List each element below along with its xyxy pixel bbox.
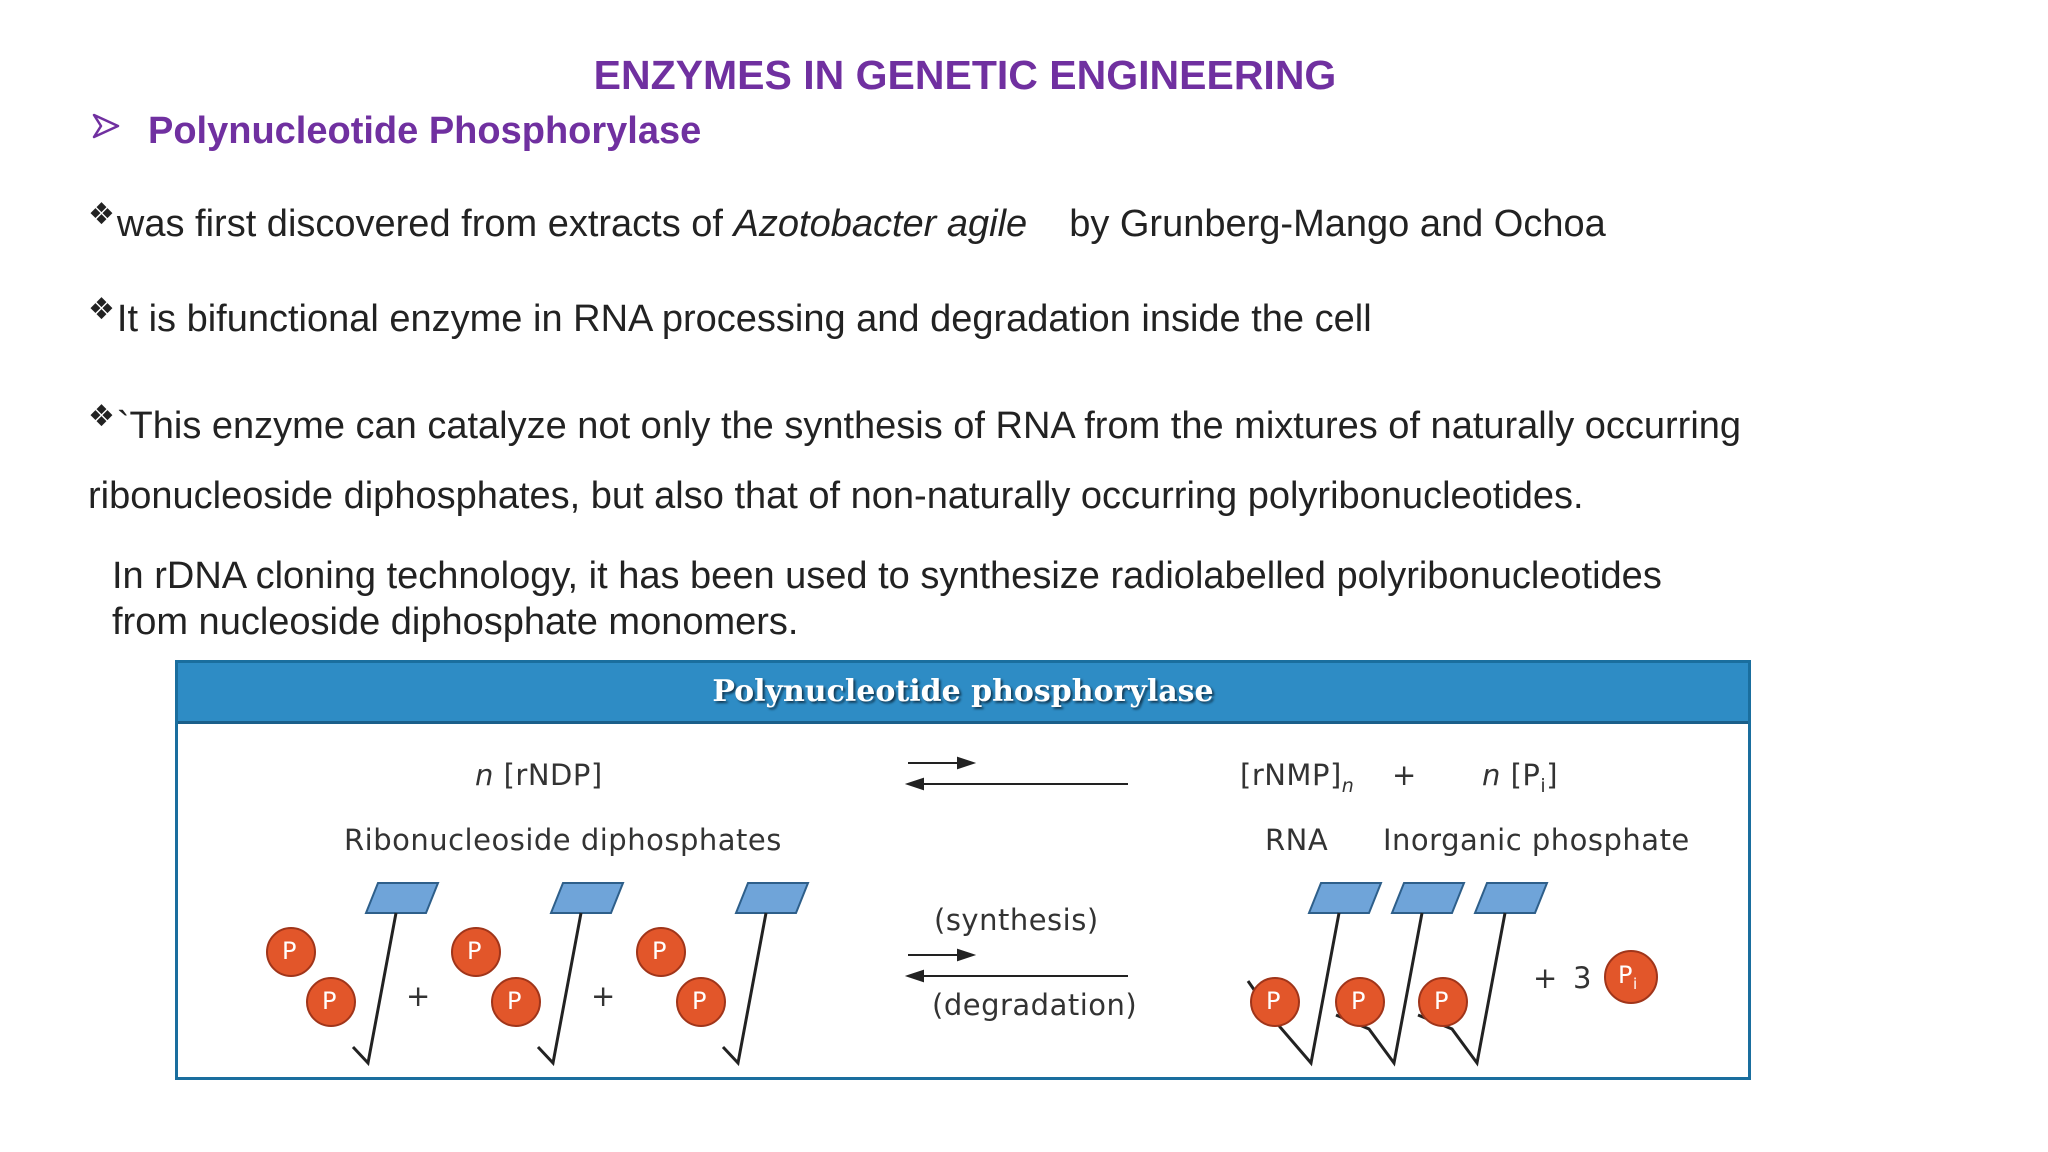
figure-header: Polynucleotide phosphorylase xyxy=(178,663,1748,724)
diamond-bullet-icon: ❖ xyxy=(88,293,115,326)
phosphate-letter: P xyxy=(1266,987,1281,1015)
phosphate-icon xyxy=(491,977,541,1027)
bullet-bifunctional: ❖It is bifunctional enzyme in RNA proces… xyxy=(88,293,1372,341)
pi-label: Inorganic phosphate xyxy=(1383,823,1690,857)
pi-count: 3 xyxy=(1573,961,1592,995)
bullet-discovery: ❖was first discovered from extracts of A… xyxy=(88,198,1606,246)
bullet-text-after: by Grunberg-Mango and Ochoa xyxy=(1069,203,1606,245)
ribose-sugar-icon xyxy=(364,882,440,914)
ndp-monomer-3 xyxy=(636,882,810,1067)
diamond-bullet-icon: ❖ xyxy=(88,198,115,231)
phosphate-letter: P xyxy=(467,937,482,965)
ribose-sugar-icon xyxy=(1307,882,1383,914)
organism-name: Azotobacter agile xyxy=(733,203,1028,245)
reaction-figure: Polynucleotide phosphorylase n [rNDP] Ri… xyxy=(175,660,1751,1080)
phosphate-icon xyxy=(636,927,686,977)
phosphate-letter: P xyxy=(652,937,667,965)
subheading-text: Polynucleotide Phosphorylase xyxy=(148,110,702,152)
ribose-sugar-icon xyxy=(549,882,625,914)
ribose-sugar-icon xyxy=(1390,882,1466,914)
slide-title: ENZYMES IN GENETIC ENGINEERING xyxy=(593,52,1337,98)
ndp-monomer-1 xyxy=(266,882,440,1067)
degradation-label: (degradation) xyxy=(932,988,1138,1022)
phosphate-icon xyxy=(1250,977,1300,1027)
phosphate-icon xyxy=(451,927,501,977)
reactant-label: Ribonucleoside diphosphates xyxy=(344,823,782,857)
ndp-monomer-2 xyxy=(451,882,625,1067)
plus-sign: + xyxy=(1392,758,1417,792)
phosphate-icon xyxy=(676,977,726,1027)
plus-sign: + xyxy=(1533,961,1558,995)
phosphate-icon xyxy=(1335,977,1385,1027)
phosphate-letter: P xyxy=(322,987,337,1015)
paragraph-line: In rDNA cloning technology, it has been … xyxy=(112,555,1662,597)
bullet-text: `This enzyme can catalyze not only the s… xyxy=(116,405,1742,447)
bullet-continuation: ribonucleoside diphosphates, but also th… xyxy=(88,475,1584,517)
pi-formula: n [Pi] xyxy=(1482,758,1559,797)
arrow-bullet-icon xyxy=(92,113,120,139)
phosphate-icon xyxy=(266,927,316,977)
synthesis-label: (synthesis) xyxy=(934,903,1099,937)
ribose-sugar-icon xyxy=(1473,882,1549,914)
phosphate-icon xyxy=(306,977,356,1027)
plus-sign: + xyxy=(591,979,616,1013)
bullet-text: It is bifunctional enzyme in RNA process… xyxy=(116,298,1372,340)
bullet-catalyze: ❖`This enzyme can catalyze not only the … xyxy=(88,400,1742,448)
ribose-sugar-icon xyxy=(734,882,810,914)
rna-label: RNA xyxy=(1265,823,1329,857)
phosphate-letter: P xyxy=(1351,987,1366,1015)
rna-chain xyxy=(1246,882,1549,1067)
inorganic-phosphate-icon xyxy=(1604,950,1658,1004)
synthesis-degradation-arrow-icon xyxy=(904,948,1128,983)
phosphate-icon xyxy=(1418,977,1468,1027)
equilibrium-arrow-icon xyxy=(904,756,1128,791)
phosphate-letter: P xyxy=(507,987,522,1015)
pi-letter: Pi xyxy=(1618,961,1638,993)
reaction-diagram xyxy=(266,756,1658,1067)
rna-formula: [rNMP]n xyxy=(1240,758,1355,797)
reactant-formula: n [rNDP] xyxy=(475,758,603,792)
phosphate-letter: P xyxy=(692,987,707,1015)
paragraph-line: from nucleoside diphosphate monomers. xyxy=(112,601,799,643)
phosphate-letter: P xyxy=(1434,987,1449,1015)
phosphate-letter: P xyxy=(282,937,297,965)
diamond-bullet-icon: ❖ xyxy=(88,400,115,433)
rdna-paragraph: In rDNA cloning technology, it has been … xyxy=(112,553,1662,645)
bullet-text: was first discovered from extracts of xyxy=(116,203,734,245)
plus-sign: + xyxy=(406,979,431,1013)
